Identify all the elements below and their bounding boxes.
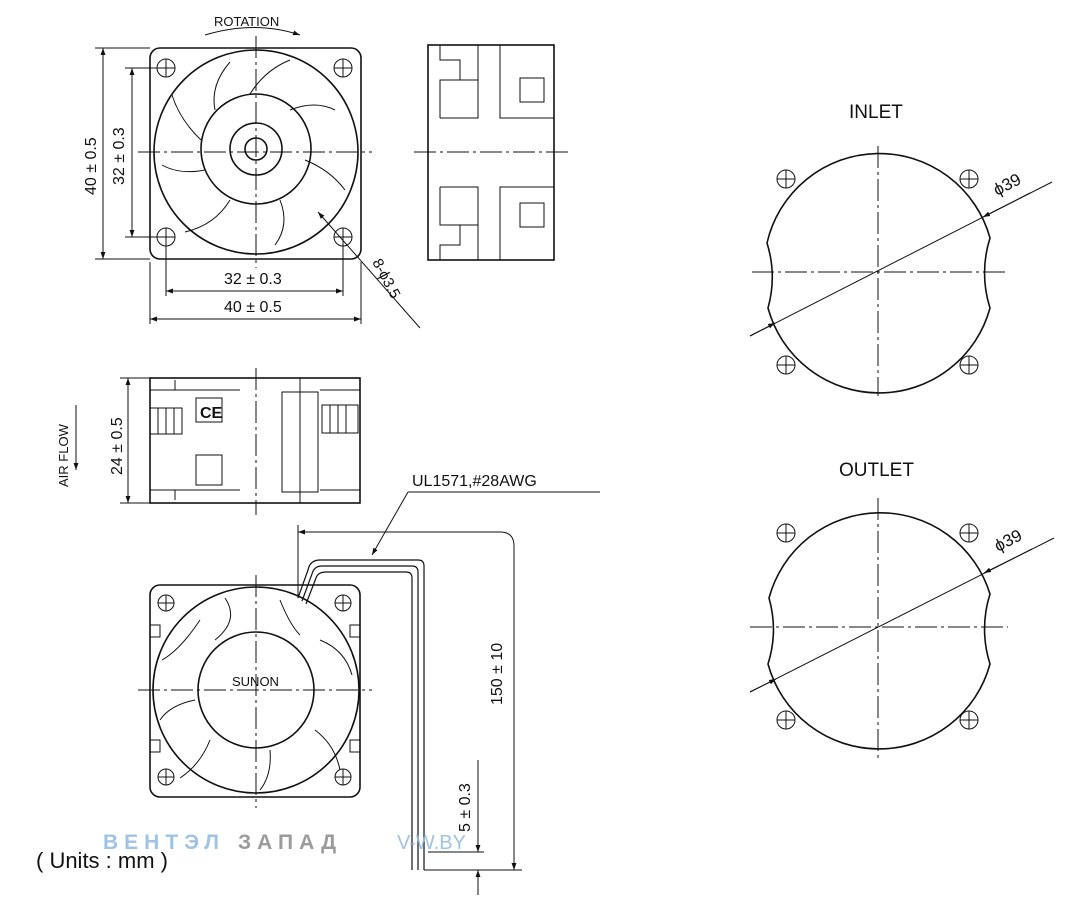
fan-blades [161, 59, 346, 246]
watermark-brand-part1: ВЕНТЭЛ [103, 831, 225, 854]
side-view-airflow: CE 24 ± 0.5 AIR FLOW [56, 368, 361, 515]
inlet-diameter-label: ϕ39 [990, 170, 1024, 200]
outlet-view: OUTLET ϕ39 [749, 460, 1055, 760]
dim-hole-height-label: 32 ± 0.3 [111, 127, 128, 185]
dim-lead-length-label: 150 ± 10 [489, 643, 506, 705]
wire-spec-label: UL1571,#28AWG [412, 473, 537, 490]
front-view: ROTATION 40 ± 0.5 32 ± 0.3 [83, 14, 421, 329]
side-view-right [414, 44, 568, 261]
watermark: ВЕНТЭЛ ЗАПАД V-W.BY [103, 831, 466, 854]
outlet-diameter-label: ϕ39 [991, 526, 1025, 556]
rotation-label: ROTATION [214, 14, 279, 29]
watermark-site: V-W.BY [397, 832, 466, 854]
ce-mark: CE [200, 405, 223, 422]
lead-wires [297, 559, 425, 870]
inlet-title: INLET [849, 102, 903, 123]
units-note: ( Units : mm ) [36, 848, 168, 873]
outlet-title: OUTLET [839, 460, 914, 481]
inlet-outline [766, 152, 991, 394]
inlet-view: INLET ϕ39 [749, 102, 1053, 396]
rotation-arrow [204, 27, 301, 36]
brand-label: SUNON [232, 674, 279, 689]
airflow-label: AIR FLOW [56, 423, 71, 487]
dim-depth-label: 24 ± 0.5 [109, 417, 126, 475]
outlet-outline [767, 512, 991, 750]
dim-width-label: 40 ± 0.5 [224, 299, 282, 316]
watermark-brand-part2: ЗАПАД [238, 831, 342, 854]
dim-strip-length-label: 5 ± 0.3 [457, 783, 474, 832]
dim-height-label: 40 ± 0.5 [83, 137, 100, 195]
dim-hole-width-label: 32 ± 0.3 [224, 271, 282, 288]
dim-holes-label: 8-ϕ3.5 [368, 256, 403, 302]
rear-view: SUNON UL1571,#28AWG 150 ± 10 5 ± 0.3 [138, 473, 600, 895]
